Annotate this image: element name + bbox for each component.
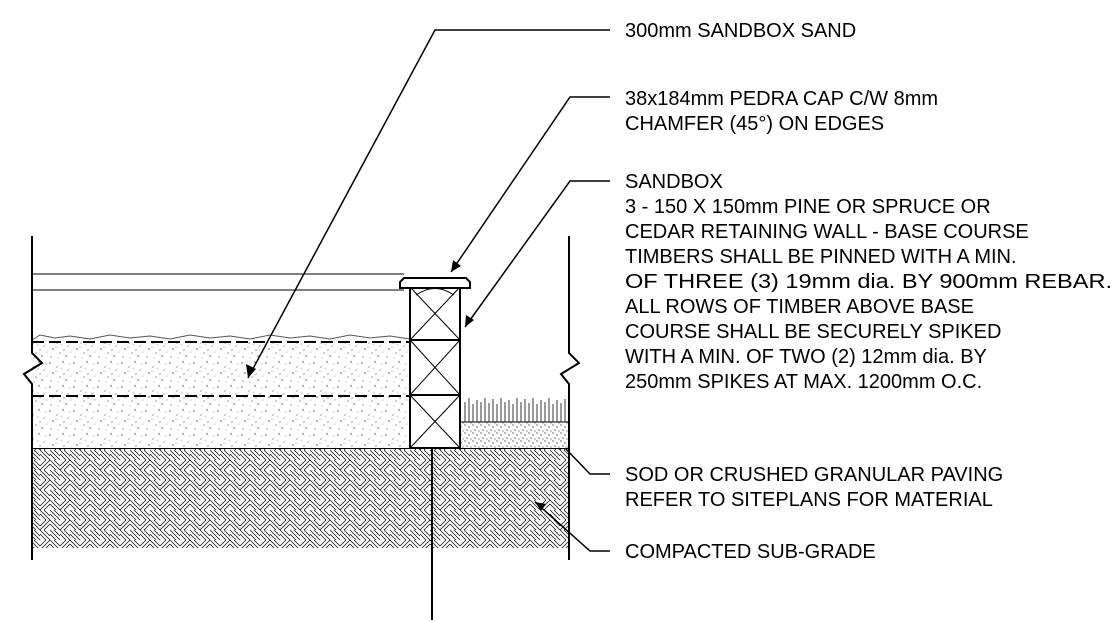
grass-blades [464, 398, 566, 422]
sandbox-label-line-1: SANDBOX [625, 171, 723, 193]
sandbox-label-line-8: WITH A MIN. OF TWO (2) 12mm dia. BY [625, 346, 987, 368]
sand-fill [32, 340, 410, 448]
subgrade-hatch [32, 448, 569, 548]
timber-cross-lines [409, 286, 461, 449]
sandbox-label-line-4: TIMBERS SHALL BE PINNED WITH A MIN. [625, 246, 1017, 268]
leader-lines [247, 29, 610, 552]
pedra-cap [399, 277, 471, 289]
subgrade-label: COMPACTED SUB-GRADE [625, 541, 876, 563]
leader-arrowheads [246, 260, 546, 511]
sandbox-label-line-7: COURSE SHALL BE SECURELY SPIKED [625, 321, 1001, 343]
cap-label-line-2: CHAMFER (45°) ON EDGES [625, 113, 884, 135]
right-break-line [559, 236, 581, 560]
sand-surface-line [31, 334, 411, 341]
sod-label-line-2: REFER TO SITEPLANS FOR MATERIAL [625, 489, 993, 511]
sandbox-label-line-5: OF THREE (3) 19mm dia. BY 900mm REBAR. [625, 271, 1112, 293]
sandbox-label-line-9: 250mm SPIKES AT MAX. 1200mm O.C. [625, 371, 982, 393]
sandbox-label-line-3: CEDAR RETAINING WALL - BASE COURSE [625, 221, 1029, 243]
left-break-line [22, 236, 44, 560]
sandbox-label-line-2: 3 - 150 X 150mm PINE OR SPRUCE OR [625, 196, 991, 218]
sand-label: 300mm SANDBOX SAND [625, 20, 856, 42]
sandbox-label-line-6: ALL ROWS OF TIMBER ABOVE BASE [625, 296, 974, 318]
sod-label-line-1: SOD OR CRUSHED GRANULAR PAVING [625, 464, 1003, 486]
cap-label-line-1: 38x184mm PEDRA CAP C/W 8mm [625, 88, 938, 110]
sod-layer [461, 422, 569, 448]
